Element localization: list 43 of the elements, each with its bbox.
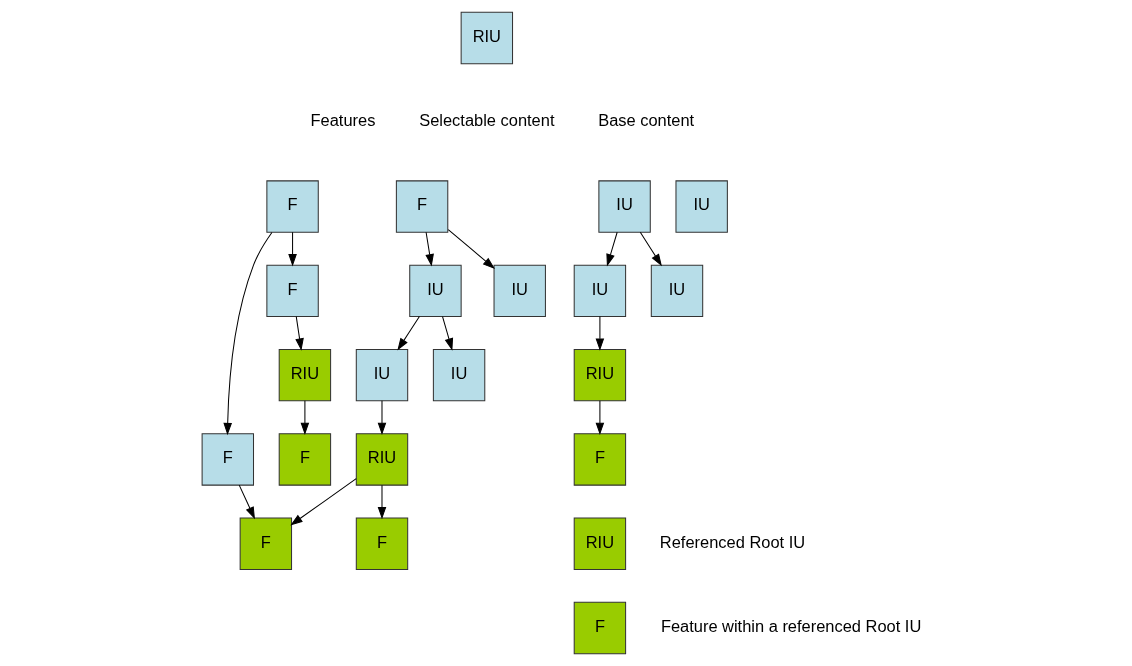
node-box: F bbox=[355, 517, 408, 570]
node-box: IU bbox=[432, 348, 485, 402]
node-box: IU bbox=[493, 264, 546, 318]
node-box: IU bbox=[355, 348, 408, 402]
node-box: F bbox=[201, 433, 254, 486]
node-box: F bbox=[395, 180, 448, 233]
arrow bbox=[300, 400, 309, 436]
arrow bbox=[222, 232, 272, 436]
label: Features bbox=[310, 111, 375, 130]
node-box: IU bbox=[650, 264, 703, 318]
arrow bbox=[377, 400, 386, 436]
node-box: RIU bbox=[460, 11, 513, 65]
arrow bbox=[396, 316, 420, 351]
arrow bbox=[441, 316, 453, 351]
node-box: F bbox=[278, 433, 331, 486]
node-box: F bbox=[573, 433, 626, 486]
node-box: IU bbox=[597, 180, 651, 233]
arrow bbox=[287, 231, 297, 267]
node-box: F bbox=[265, 180, 319, 233]
node-box: RIU bbox=[573, 517, 626, 570]
arrow bbox=[447, 229, 495, 270]
node-box: RIU bbox=[573, 348, 626, 402]
node-box: RIU bbox=[355, 433, 408, 486]
arrow bbox=[595, 400, 604, 436]
node-box: F bbox=[573, 601, 626, 655]
node-box: IU bbox=[674, 180, 728, 233]
arrow bbox=[377, 484, 386, 520]
node-box: IU bbox=[408, 264, 462, 318]
node-box: RIU bbox=[278, 348, 331, 402]
node-label: Feature within a referenced Root IU bbox=[660, 616, 921, 635]
arrow bbox=[639, 231, 662, 267]
label: Base content bbox=[597, 111, 694, 130]
arrow bbox=[424, 231, 434, 267]
arrow bbox=[595, 316, 604, 351]
arrow bbox=[289, 478, 357, 526]
node-label: Referenced Root IU bbox=[659, 532, 805, 551]
arrow bbox=[238, 484, 255, 520]
node-box: F bbox=[265, 264, 319, 318]
node-box: F bbox=[239, 517, 292, 570]
arrow bbox=[605, 231, 618, 267]
label: Selectable content bbox=[418, 111, 554, 130]
node-box: IU bbox=[573, 264, 626, 318]
arrow bbox=[294, 316, 304, 351]
